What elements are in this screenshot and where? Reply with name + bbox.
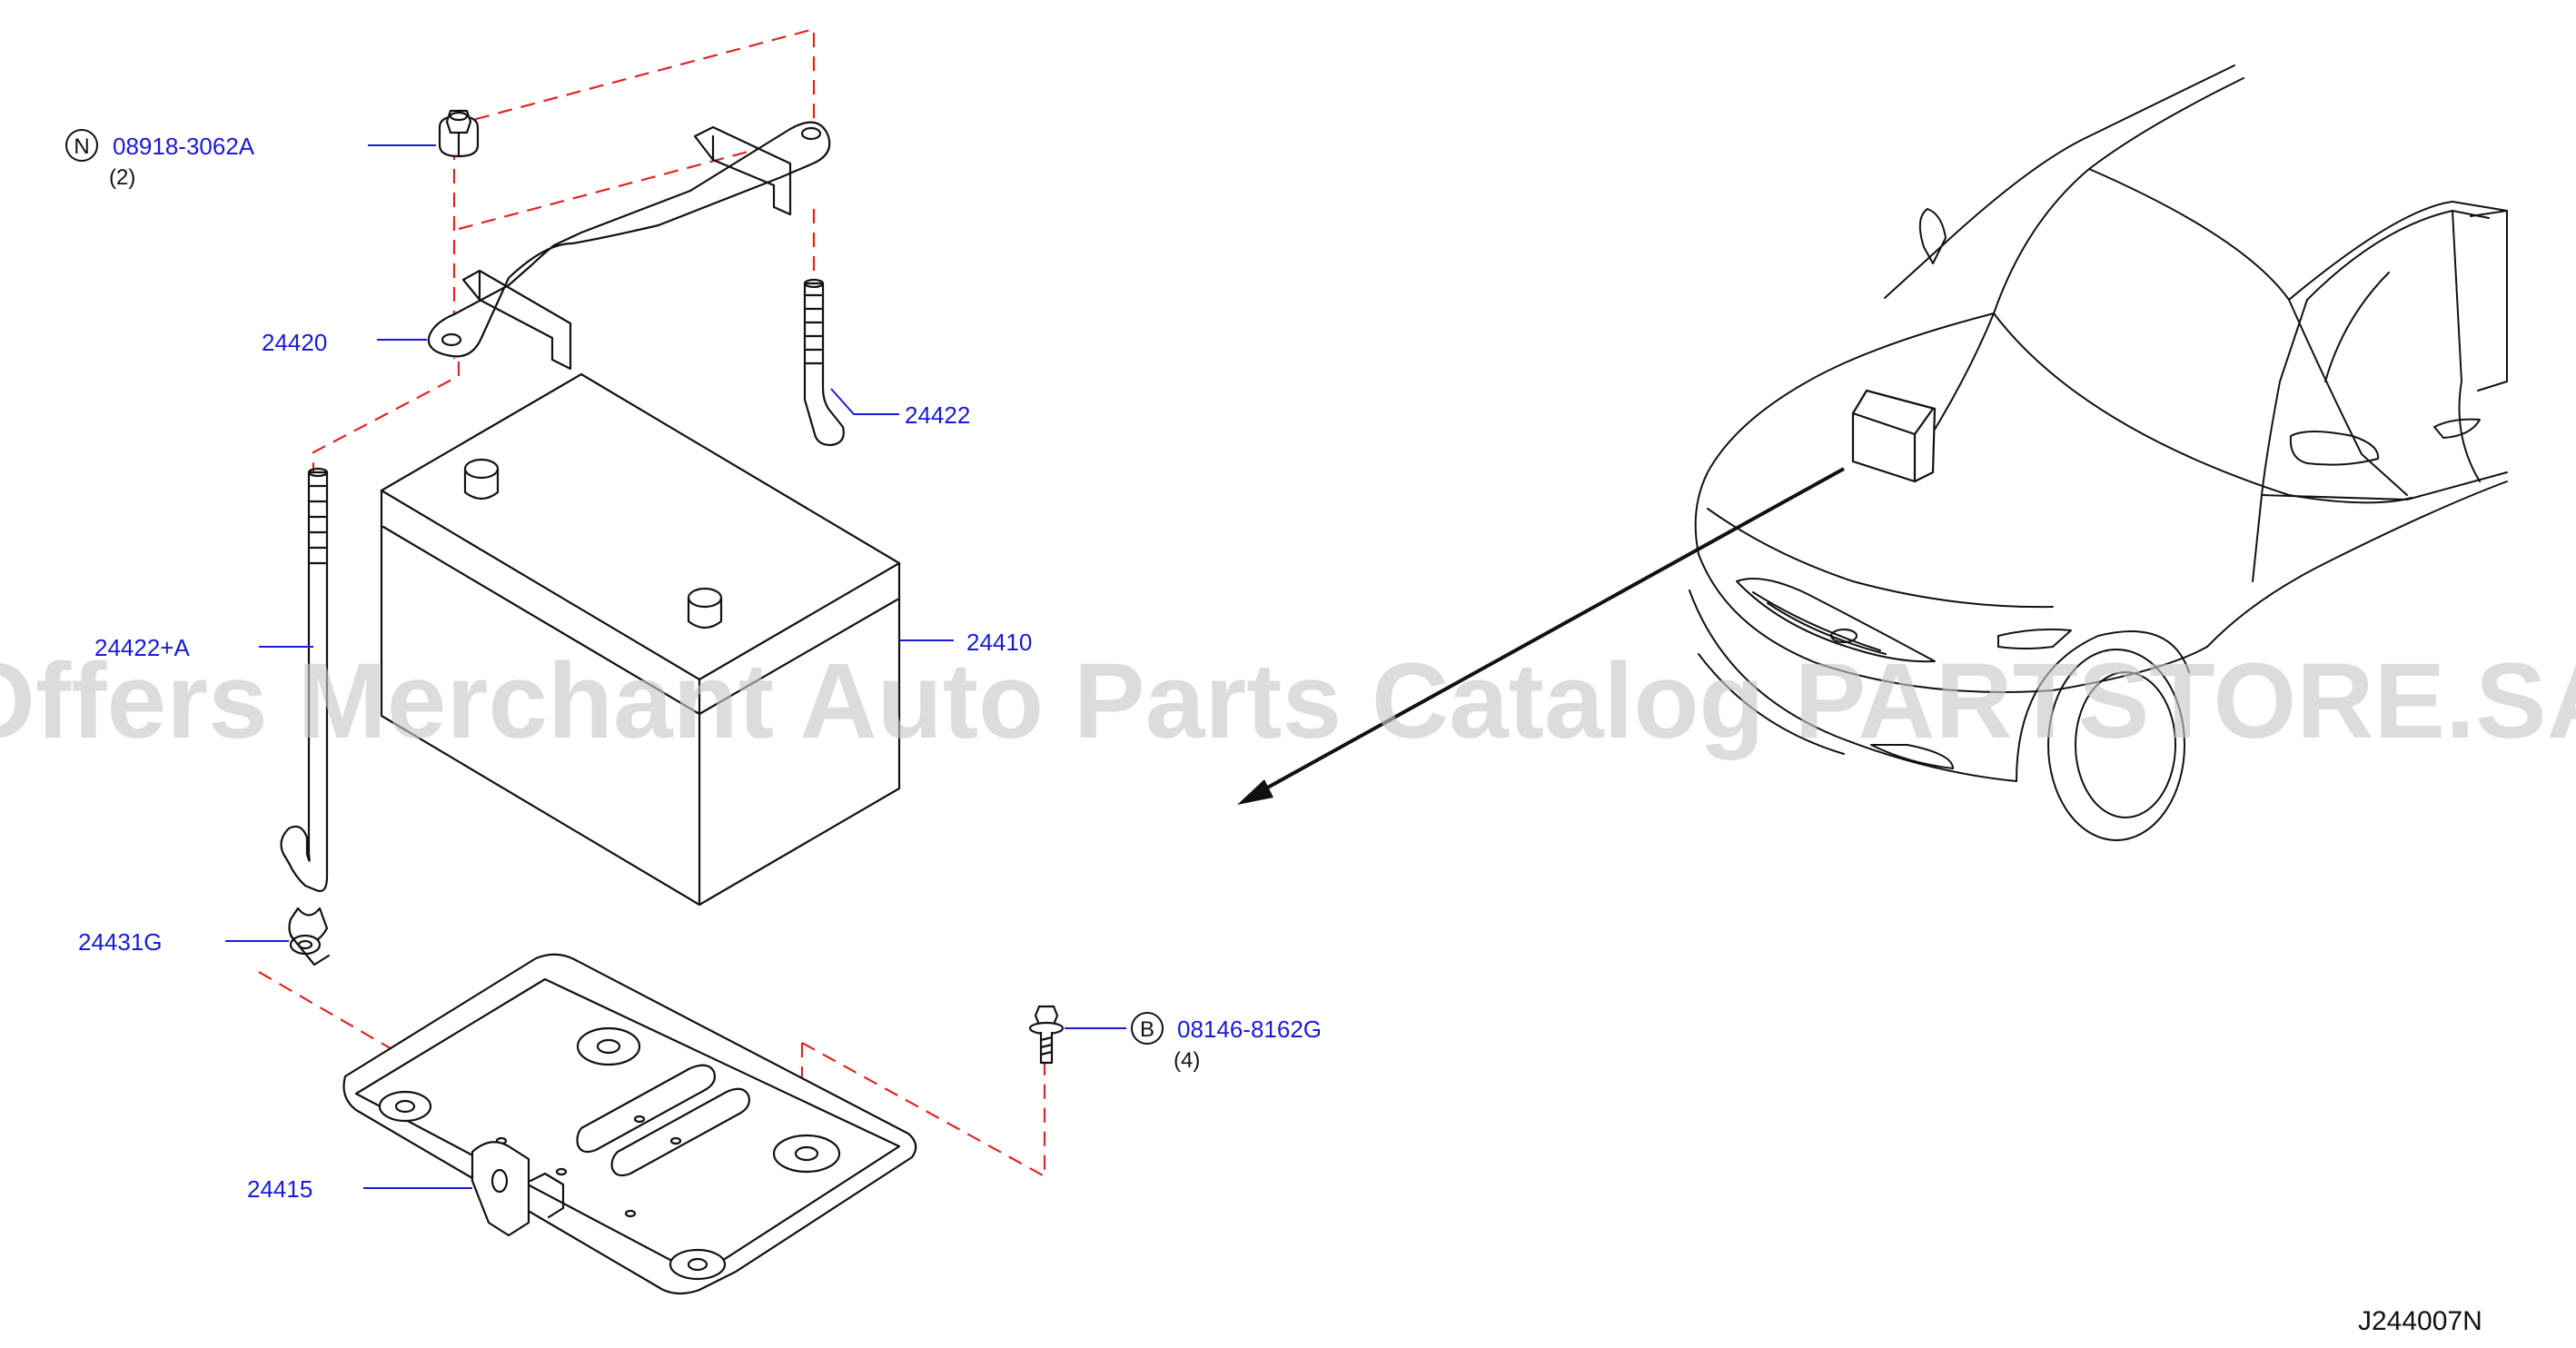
nut-type-letter: N (74, 134, 89, 159)
rod-left-part-number: 24422+A (94, 634, 190, 661)
clip-part-number: 24431G (78, 928, 163, 956)
j-hook-rod-left-part (280, 467, 329, 893)
hook-clip-part (288, 907, 331, 966)
battery-part-number: 24410 (966, 629, 1032, 656)
callout-bolt: B 08146-8162G (4) (1131, 1012, 1322, 1073)
callout-leader-lines (225, 144, 1126, 1189)
watermark-text: Offers Merchant Auto Parts Catalog PARTS… (0, 641, 2576, 761)
tray-part-number: 24415 (247, 1175, 312, 1203)
battery-tray-part (342, 953, 917, 1295)
callout-nut: N 08918-3062A (2) (65, 129, 255, 190)
flange-bolt-part (1028, 1005, 1065, 1065)
diagram-code: J244007N (2358, 1306, 2482, 1336)
bolt-type-circle (1131, 1012, 1164, 1045)
rod-right-part-number: 24422 (905, 401, 970, 429)
bolt-type-letter: B (1140, 1017, 1154, 1042)
bolt-quantity: (4) (1174, 1048, 1200, 1073)
nut-type-circle (65, 129, 98, 162)
battery-part (380, 372, 901, 907)
j-hook-rod-right-part (803, 278, 845, 447)
vehicle-illustration (1237, 64, 2508, 841)
nut-part-number: 08918-3062A (113, 133, 255, 160)
flange-nut-part (438, 109, 480, 158)
hold-down-bracket-part (427, 121, 831, 371)
nut-quantity: (2) (109, 165, 135, 190)
bracket-part-number: 24420 (262, 329, 327, 356)
bolt-part-number: 08146-8162G (1177, 1016, 1322, 1043)
